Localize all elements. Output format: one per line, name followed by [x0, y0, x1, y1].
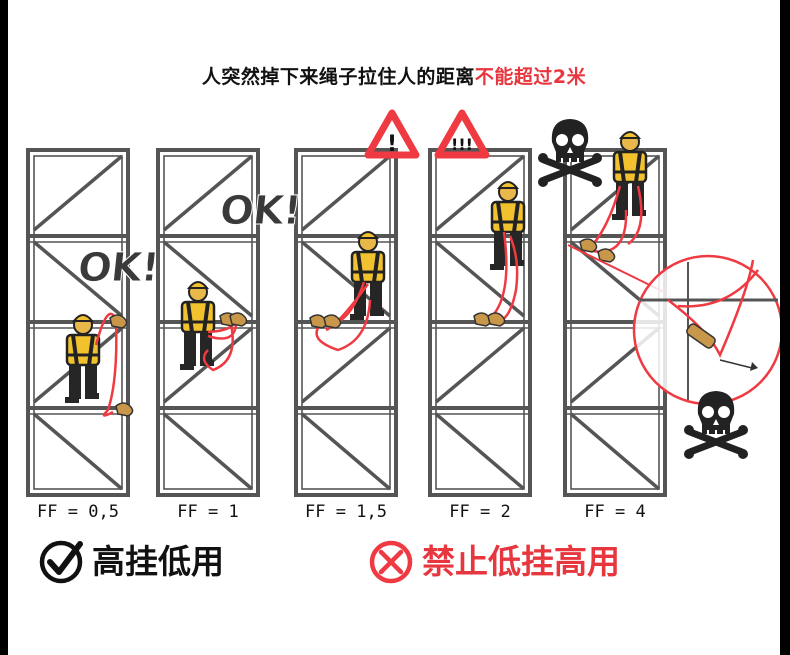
scaffold-scene: ! !!!	[26, 109, 780, 584]
ok-badge: OK!	[75, 245, 161, 292]
scaffold-panel-4	[428, 148, 532, 497]
fall-factor-diagram: 人突然掉下来绳子拉住人的距离不能超过2米	[8, 0, 780, 655]
ff-label: FF = 1,5	[305, 502, 387, 522]
rule-bad-label: 禁止低挂高用	[422, 542, 620, 581]
cross-circle-icon	[369, 540, 413, 584]
rule-good: 高挂低用	[92, 535, 224, 583]
rule-bad: 禁止低挂高用	[422, 535, 620, 583]
warning-triangle-single: !	[364, 109, 420, 159]
page-title: 人突然掉下来绳子拉住人的距离不能超过2米	[8, 62, 780, 89]
title-main: 人突然掉下来绳子拉住人的距离	[201, 66, 475, 88]
scaffold-panel-2	[156, 148, 260, 497]
scaffold-panel-1	[26, 148, 134, 497]
title-highlight: 不能超过2米	[474, 66, 587, 88]
ff-label: FF = 1	[177, 502, 239, 522]
magnifier-inset	[567, 244, 780, 406]
ok-badge: OK!	[217, 188, 303, 235]
scaffold-panel-3	[294, 148, 398, 497]
ff-label: FF = 0,5	[37, 502, 119, 522]
ff-label: FF = 4	[584, 502, 646, 522]
warning-triangle-triple: !!!	[434, 109, 490, 159]
check-circle-icon	[39, 540, 83, 584]
rule-good-label: 高挂低用	[92, 542, 224, 581]
skull-icon	[538, 119, 602, 187]
warning-single-mark: !	[387, 132, 397, 157]
warning-triple-mark: !!!	[451, 135, 473, 154]
ff-label: FF = 2	[449, 502, 511, 522]
scaffold-panel-5	[563, 130, 667, 497]
